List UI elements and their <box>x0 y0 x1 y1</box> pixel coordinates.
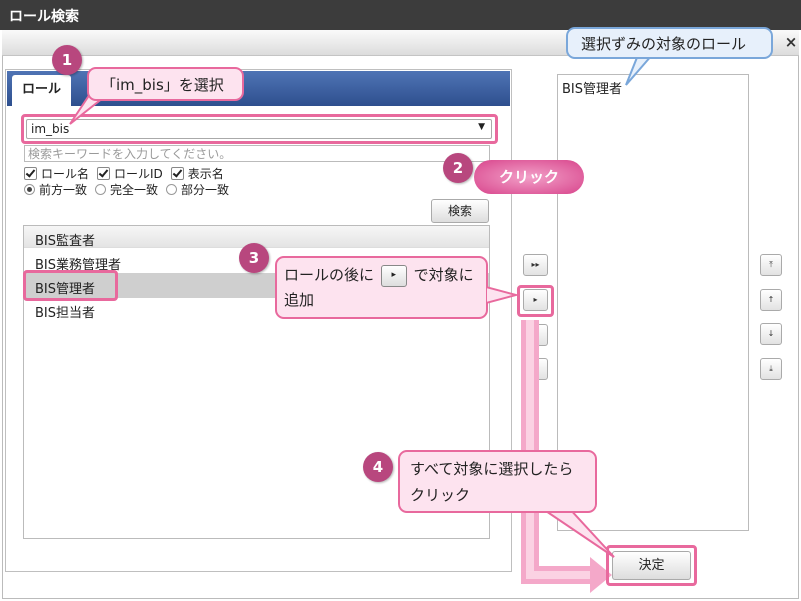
step3-text: で対象に <box>413 266 474 284</box>
step3-text: 追加 <box>284 291 315 309</box>
window-frame <box>2 56 799 599</box>
list-item[interactable]: BIS担当者 <box>35 306 96 321</box>
checkbox-role-id[interactable] <box>97 167 111 180</box>
step4-text: すべて対象に選択したら <box>410 460 574 478</box>
dropdown-arrow-icon: ▼ <box>478 122 485 132</box>
checkbox-label: ロール名 <box>41 167 90 181</box>
role-select-value: im_bis <box>31 122 70 136</box>
confirm-button[interactable]: 決定 <box>612 551 691 580</box>
radio-prefix-match[interactable] <box>24 184 35 195</box>
step3-pointer <box>486 285 518 305</box>
move-bottom-button[interactable]: ⤓ <box>760 358 782 380</box>
step3-text: ロールの後に <box>284 266 375 284</box>
checkbox-role-name[interactable] <box>24 167 37 180</box>
step2-number: 2 <box>443 153 473 183</box>
add-all-button[interactable]: ▸▸ <box>523 254 548 276</box>
step4-callout: すべて対象に選択したら クリック <box>398 450 597 513</box>
filter-checkboxes: ロール名 ロールID 表示名 <box>24 165 224 182</box>
radio-exact-match[interactable] <box>95 184 107 195</box>
step3-callout: ロールの後に ▸ で対象に 追加 <box>275 256 488 319</box>
note-pointer <box>625 55 654 86</box>
move-down-button[interactable]: ↓ <box>760 323 782 345</box>
list-item-highlight <box>23 270 118 301</box>
step1-callout: 「im_bis」を選択 <box>87 67 244 101</box>
radio-partial-match[interactable] <box>166 184 178 195</box>
add-button-highlight <box>517 285 554 317</box>
role-select[interactable]: im_bis ▼ <box>26 119 492 139</box>
checkbox-display-name[interactable] <box>170 167 184 180</box>
radio-label: 完全一致 <box>110 183 159 197</box>
selected-item[interactable]: BIS管理者 <box>562 82 623 97</box>
step2-callout: クリック <box>474 160 584 194</box>
radio-label: 前方一致 <box>39 183 88 197</box>
list-item[interactable]: BIS業務管理者 <box>35 258 122 273</box>
add-icon: ▸ <box>380 264 407 287</box>
select-highlight <box>21 114 498 144</box>
step4-text: クリック <box>410 486 471 504</box>
search-button[interactable]: 検索 <box>431 199 489 223</box>
search-input[interactable]: 検索キーワードを入力してください。 <box>24 145 490 162</box>
match-radios: 前方一致 完全一致 部分一致 <box>24 181 229 198</box>
window-title: ロール検索 <box>0 0 801 30</box>
step3-number: 3 <box>239 243 269 273</box>
move-top-button[interactable]: ⤒ <box>760 254 782 276</box>
step4-number: 4 <box>363 452 393 482</box>
checkbox-label: 表示名 <box>187 167 224 181</box>
radio-label: 部分一致 <box>181 183 230 197</box>
list-item[interactable]: BIS管理者 <box>35 282 96 297</box>
tab-role[interactable]: ロール <box>12 75 71 106</box>
move-up-button[interactable]: ↑ <box>760 289 782 311</box>
list-item[interactable]: BIS監査者 <box>35 234 96 249</box>
step1-number: 1 <box>52 45 82 75</box>
add-button[interactable]: ▸ <box>523 289 548 311</box>
step4-pointer <box>540 506 615 558</box>
confirm-button-highlight <box>606 545 697 586</box>
close-icon[interactable]: × <box>784 33 798 51</box>
checkbox-label: ロールID <box>114 167 163 181</box>
selected-note-callout: 選択ずみの対象のロール <box>566 27 773 59</box>
